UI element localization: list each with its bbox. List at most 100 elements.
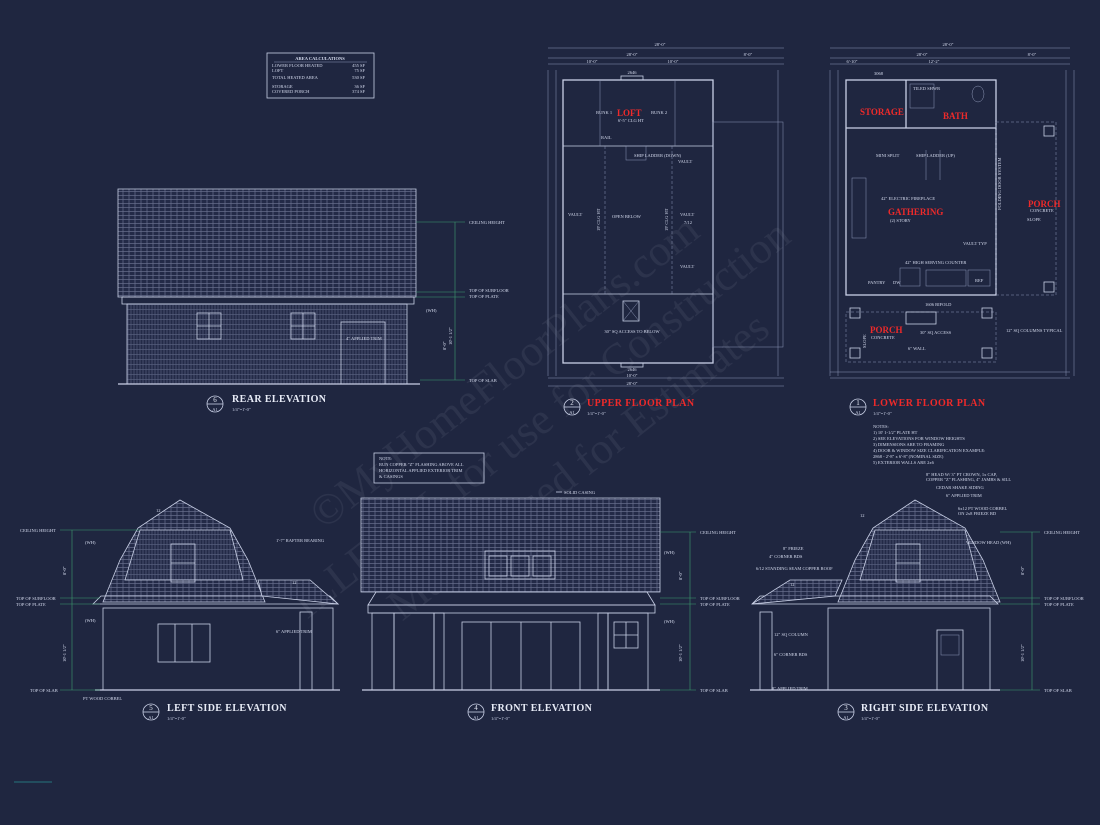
mini-split-label: MINI SPLIT [876,153,900,158]
left-scale: 1/4"=1'-0" [167,716,186,721]
front-dim-2: 10'-1 1/2" [678,644,683,662]
left-wh-label-2: (WH) [85,618,96,623]
right-corner6-note: 6" CORNER BDS [774,652,808,657]
flashing-note-title: NOTE: [379,456,392,461]
upper-vault-label: VAULT [680,212,695,217]
bath-room-label: BATH [943,111,968,121]
right-siding-note: CEDAR SHAKE SIDING [936,485,985,490]
front-elevation: SOLID CASING CEILING HEIGHT TOP OF SUBFL… [360,490,740,693]
rear-elevation-tag: 6 A1 REAR ELEVATION 1/4"=1'-0" [206,394,327,413]
left-sheet-number: A1 [148,715,154,720]
area-row-label: LOWER FLOOR HEATED [272,63,323,68]
right-dim-2: 10'-1 1/2" [1020,644,1025,662]
right-porch-sub: CONCRETE [1030,208,1054,213]
open-below-label: OPEN BELOW [612,214,642,219]
upper-ladder-label: SHIP LADDER (DOWN) [634,153,682,158]
right-frieze-note: 8" FRIEZE [783,546,804,551]
right-subfloor-label: TOP OF SUBFLOOR [1044,596,1084,601]
rear-elevation: 4" APPLIED TRIM CEILING HEIGHT TOP OF SU… [117,188,509,385]
upper-scale: 1/4"=1'-0" [587,411,606,416]
rear-plate-label: TOP OF PLATE [469,294,499,299]
upper-vault-label: VAULT [680,264,695,269]
rear-sheet-number: A1 [212,407,218,412]
right-column-note: 12" SQ COLUMN [774,632,809,637]
front-subfloor-label: TOP OF SUBFLOOR [700,596,740,601]
right-view-number: 3 [844,704,848,712]
area-row-label: STORAGE [272,84,293,89]
left-wh-label: (WH) [85,540,96,545]
front-dim-1: 8'-0" [678,571,683,580]
lower-dim-a: 6'-10" [847,59,858,64]
rear-scale: 1/4"=1'-0" [232,407,251,412]
right-pitch-2: 12 [790,582,795,587]
rail-label: RAIL [601,135,612,140]
ref-label: REF [975,278,984,283]
rear-view-number: 6 [213,396,217,404]
lower-door-label: 3068 [874,71,884,76]
upper-window-top: 2646 [628,70,638,75]
right-trim6-note: 6" APPLIED TRIM [946,493,982,498]
gathering-sub-label: (2) STORY [890,218,912,223]
area-row-value: 455 SF [352,63,365,68]
solid-casing-label: SOLID CASING [564,490,596,495]
rafter-bearing-label: 1'-7" RAFTER BEARING [276,538,325,543]
area-row-label: TOTAL HEATED AREA [272,75,319,80]
rear-dim-1: 8'-0" [442,341,447,350]
tiled-shower-label: TILED SHWR [913,86,940,91]
left-plate-label: TOP OF PLATE [16,602,46,607]
lower-dim-c: 8'-0" [1028,52,1037,57]
right-corbel-note: 6x12 PT WOOD CORBEL [958,506,1007,511]
area-row-label: LOFT [272,68,284,73]
upper-vault-label: VAULT [568,212,583,217]
front-elevation-title: FRONT ELEVATION [491,703,593,714]
left-subfloor-label: TOP OF SUBFLOOR [16,596,56,601]
lower-access-label: 30" SQ ACCESS [920,330,952,335]
left-ceiling-label: CEILING HEIGHT [20,528,56,533]
left-dim-2: 10'-1 1/2" [62,644,67,662]
area-row-value: 374 SF [352,89,365,94]
lower-dim-top: 28'-0" [943,42,954,47]
general-notes: NOTES: 1) 10' 1-1/2" PLATE HT 2) SEE ELE… [873,424,985,465]
front-plate-label: TOP OF PLATE [700,602,730,607]
right-plate-label: TOP OF PLATE [1044,602,1074,607]
right-window-head-note: WINDOW HEAD (WH) [966,540,1011,545]
rear-subfloor-label: TOP OF SUBFLOOR [469,288,509,293]
upper-floor-plan-title: UPPER FLOOR PLAN [587,398,695,409]
storage-room-label: STORAGE [860,107,904,117]
flashing-note-line: HORIZONTAL APPLIED EXTERIOR TRIM [379,468,463,473]
flashing-note: NOTE: RUN COPPER "Z" FLASHING ABOVE ALL … [373,452,485,484]
left-corbel-label: PT WOOD CORBEL [83,696,122,701]
right-porch-slope: SLOPE [1027,217,1041,222]
right-side-elevation: CEILING HEIGHT TOP OF SUBFLOOR TOP OF PL… [750,472,1084,693]
right-trim8-note: 8" APPLIED TRIM [772,686,808,691]
bifold-label: 1606 BIFOLD [925,302,952,307]
front-view-number: 4 [474,704,478,712]
front-scale: 1/4"=1'-0" [491,716,510,721]
area-calculations-table: AREA CALCULATIONS LOWER FLOOR HEATED 455… [266,52,375,99]
rear-slab-label: TOP OF SLAB [469,378,497,383]
flashing-note-line: & CASINGS [379,474,403,479]
upper-ceiling-height: 19' CLG HT [596,208,601,231]
front-porch-sub: CONCRETE [871,335,895,340]
left-view-number: 5 [149,704,153,712]
loft-ceiling: 6'-5" CLG HT [618,118,644,123]
note-line: 2868 - 2'-8" x 6'-8" (NOMINAL SIZE) [873,454,944,459]
lower-floor-plan-title: LOWER FLOOR PLAN [873,398,986,409]
left-pitch-1: 12 [156,508,161,513]
right-sheet-number: A1 [843,715,849,720]
lower-dim-b: 12'-2" [929,59,940,64]
bunk-1-label: BUNK 1 [596,110,612,115]
left-side-elevation: CEILING HEIGHT TOP OF SUBFLOOR TOP OF PL… [16,499,340,701]
loft-room-label: LOFT [617,108,642,118]
upper-dim-total: 28'-0" [627,52,638,57]
rear-elevation-title: REAR ELEVATION [232,394,327,405]
pantry-label: PANTRY [868,280,886,285]
note-line: 3) DIMENSIONS ARE TO FRAMING [873,442,945,447]
front-porch-slope: SLOPE [862,334,867,348]
right-roof-note: 6/12 STANDING SEAM COPPER ROOF [756,566,833,571]
upper-dim-top: 28'-0" [655,42,666,47]
area-row-value: 75 SF [354,68,365,73]
rear-trim-note: 4" APPLIED TRIM [346,336,382,341]
